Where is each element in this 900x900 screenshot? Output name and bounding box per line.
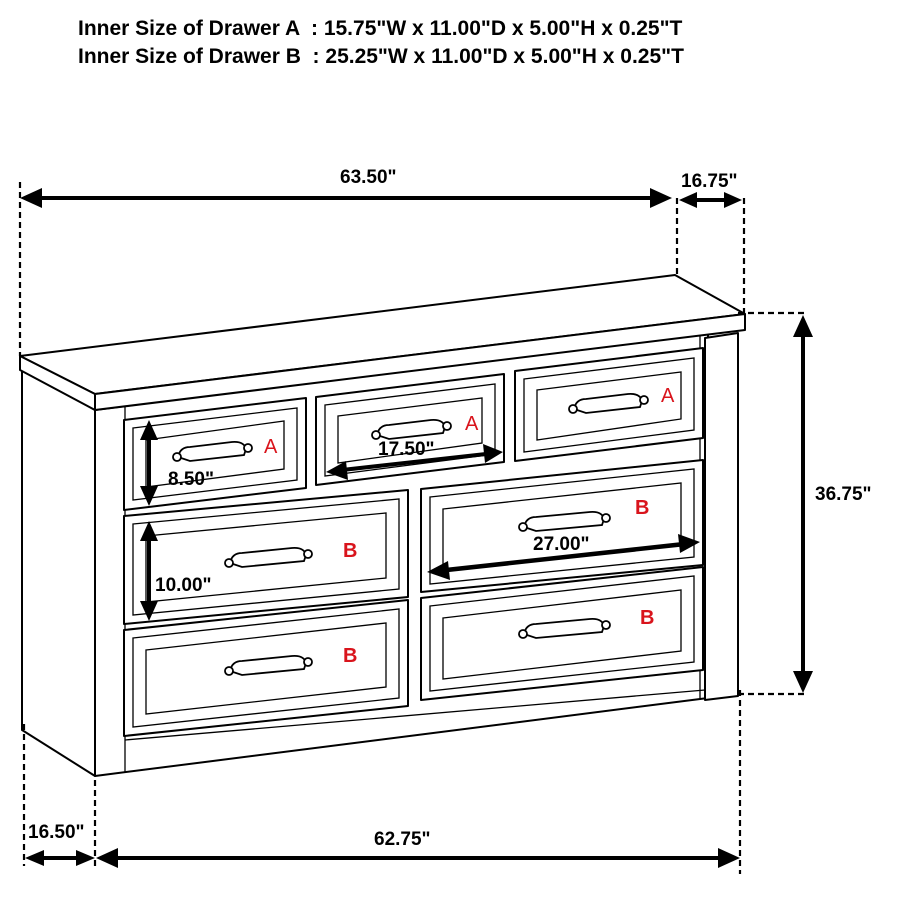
drawer-handle [518, 617, 611, 639]
drawer-handle [371, 418, 452, 440]
drawer-a-width-dimension: 17.50" [326, 439, 503, 480]
drawer-b-width-dimension: 27.00" [427, 534, 700, 580]
drawer-handle [224, 654, 313, 676]
drawer-handle [568, 392, 649, 414]
overall-width-label: 63.50" [340, 167, 397, 188]
base-width-label: 62.75" [374, 829, 431, 850]
drawer-label-b: B [343, 540, 357, 562]
base-depth-label: 16.50" [28, 822, 85, 843]
drawer-a-height-label: 8.50" [168, 469, 214, 490]
drawer-b-height-label: 10.00" [155, 575, 212, 596]
base-depth-dimension: 16.50" [22, 724, 95, 866]
drawer-handle [172, 440, 253, 462]
drawer-a-width-label: 17.50" [378, 439, 435, 460]
right-post [704, 332, 739, 701]
drawer-b-width-label: 27.00" [533, 534, 590, 555]
drawer-handle [518, 510, 611, 532]
left-side-panel [21, 367, 96, 777]
overall-width-dimension: 63.50" [18, 167, 672, 356]
drawer-b-spec: Inner Size of Drawer B : 25.25"W x 11.00… [78, 45, 684, 68]
drawer-label-b: B [343, 645, 357, 667]
drawer-a-spec: Inner Size of Drawer A : 15.75"W x 11.00… [78, 17, 683, 40]
overall-height-label: 36.75" [815, 484, 872, 505]
overall-depth-dimension: 16.75" [675, 171, 746, 314]
drawer-label-a: A [661, 385, 675, 407]
drawer-label-a: A [264, 436, 278, 458]
base-width-dimension: 62.75" [93, 690, 742, 874]
top-slab-front-edge [94, 313, 746, 411]
drawer-label-b: B [635, 497, 649, 519]
drawer-label-b: B [640, 607, 654, 629]
overall-depth-label: 16.75" [681, 171, 738, 192]
drawer-a-height-dimension: 8.50" [140, 420, 214, 506]
drawer-handle [224, 546, 313, 568]
drawer-label-a: A [465, 413, 479, 435]
overall-height-dimension: 36.75" [738, 311, 872, 696]
drawer-b-height-dimension: 10.00" [140, 521, 212, 621]
